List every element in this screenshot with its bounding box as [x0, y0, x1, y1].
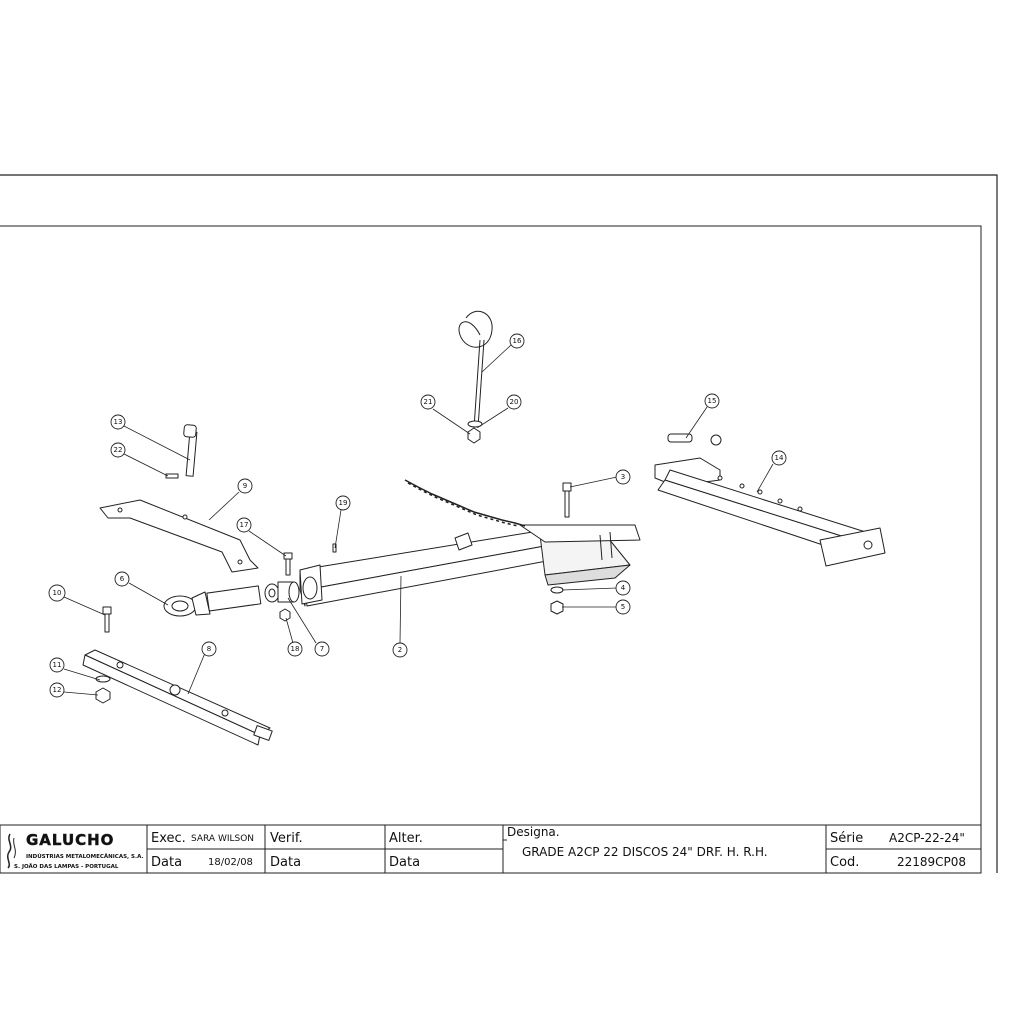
part-19-small-pin [332, 543, 337, 553]
part-14-crossbeam [654, 457, 886, 567]
company-line1: INDÚSTRIAS METALOMECÂNICAS, S.A. [26, 853, 144, 860]
company-name: GALUCHO [26, 831, 114, 849]
callout-17: 17 [236, 517, 252, 533]
part-8-drawbar [82, 649, 273, 746]
svg-text:7: 7 [320, 645, 324, 653]
exec-label: Exec. [151, 831, 186, 846]
callout-12: 12 [49, 682, 65, 698]
callout-7: 7 [314, 641, 330, 657]
callout-3: 3 [615, 469, 631, 485]
svg-text:10: 10 [53, 589, 62, 597]
exec-value: SARA WILSON [191, 834, 254, 844]
serie-label: Série [830, 831, 863, 846]
part-21-nut [467, 427, 481, 444]
svg-text:9: 9 [243, 482, 247, 490]
svg-text:4: 4 [621, 584, 626, 592]
part-9-bracket [99, 499, 259, 573]
part-17-bolt [283, 552, 293, 576]
callout-13: 13 [110, 414, 126, 430]
company-line2: S. JOÃO DAS LAMPAS - PORTUGAL [14, 863, 119, 870]
svg-text:19: 19 [339, 499, 348, 507]
callout-5: 5 [615, 599, 631, 615]
callout-10: 10 [48, 584, 66, 602]
callout-2: 2 [392, 642, 408, 658]
callout-18: 18 [287, 641, 303, 657]
svg-text:5: 5 [621, 603, 625, 611]
part-22-small-pin [165, 473, 179, 479]
callout-4: 4 [615, 580, 631, 596]
chain [404, 479, 526, 527]
part-3-bolt [562, 482, 572, 518]
callout-15: 15 [704, 393, 720, 409]
callout-14: 14 [771, 450, 787, 466]
callout-20: 20 [506, 394, 522, 410]
svg-text:6: 6 [120, 575, 125, 583]
part-7-sleeve [264, 581, 300, 603]
callout-22: 22 [110, 442, 126, 458]
serie-value: A2CP-22-24" [889, 831, 965, 845]
cod-value: 22189CP08 [897, 855, 966, 869]
part-13-pin [183, 424, 198, 477]
callout-11: 11 [49, 657, 65, 673]
svg-text:17: 17 [240, 521, 249, 529]
svg-text:13: 13 [114, 418, 123, 426]
part-18-nut [279, 608, 291, 622]
svg-text:16: 16 [513, 337, 522, 345]
callout-leaders [63, 344, 774, 696]
callout-16: 16 [509, 333, 525, 349]
svg-text:18: 18 [291, 645, 300, 653]
part-15-pin [667, 433, 722, 446]
designa-value: GRADE A2CP 22 DISCOS 24" DRF. H. R.H. [522, 845, 768, 859]
part-10-bolt [102, 606, 112, 633]
svg-text:12: 12 [53, 686, 62, 694]
callout-6: 6 [114, 571, 130, 587]
part-12-nut [95, 687, 111, 704]
sheet-border [0, 174, 998, 873]
svg-text:15: 15 [708, 397, 717, 405]
verif-date-label: Data [270, 855, 301, 870]
parts-illustration [82, 310, 886, 746]
part-20-washer [467, 420, 483, 428]
callout-9: 9 [237, 478, 253, 494]
svg-text:20: 20 [510, 398, 519, 406]
svg-text:2: 2 [398, 646, 402, 654]
part-2-main-beam [299, 524, 641, 607]
svg-text:11: 11 [53, 661, 62, 669]
callouts: 2 3 4 5 6 7 8 9 10 11 12 13 14 15 16 17 … [48, 333, 787, 698]
verif-label: Verif. [270, 831, 303, 846]
svg-text:14: 14 [775, 454, 784, 462]
exec-date-label: Data [151, 855, 182, 870]
callout-8: 8 [201, 641, 217, 657]
cod-label: Cod. [830, 855, 859, 870]
svg-text:8: 8 [207, 645, 211, 653]
callout-19: 19 [335, 495, 351, 511]
exec-date-value: 18/02/08 [208, 857, 253, 868]
part-5-nut [550, 600, 564, 615]
part-16-hook [458, 310, 493, 429]
svg-text:3: 3 [621, 473, 625, 481]
svg-text:21: 21 [424, 398, 433, 406]
part-6-hitch-eye [163, 585, 262, 617]
callout-21: 21 [420, 394, 436, 410]
company-logo: GALUCHO INDÚSTRIAS METALOMECÂNICAS, S.A.… [6, 831, 144, 870]
alter-label: Alter. [389, 831, 423, 846]
part-4-washer [550, 586, 564, 594]
alter-date-label: Data [389, 855, 420, 870]
part-11-washer [95, 675, 111, 683]
title-block: GALUCHO INDÚSTRIAS METALOMECÂNICAS, S.A.… [0, 824, 982, 874]
svg-text:22: 22 [114, 446, 123, 454]
designa-label: Designa. [507, 825, 560, 839]
